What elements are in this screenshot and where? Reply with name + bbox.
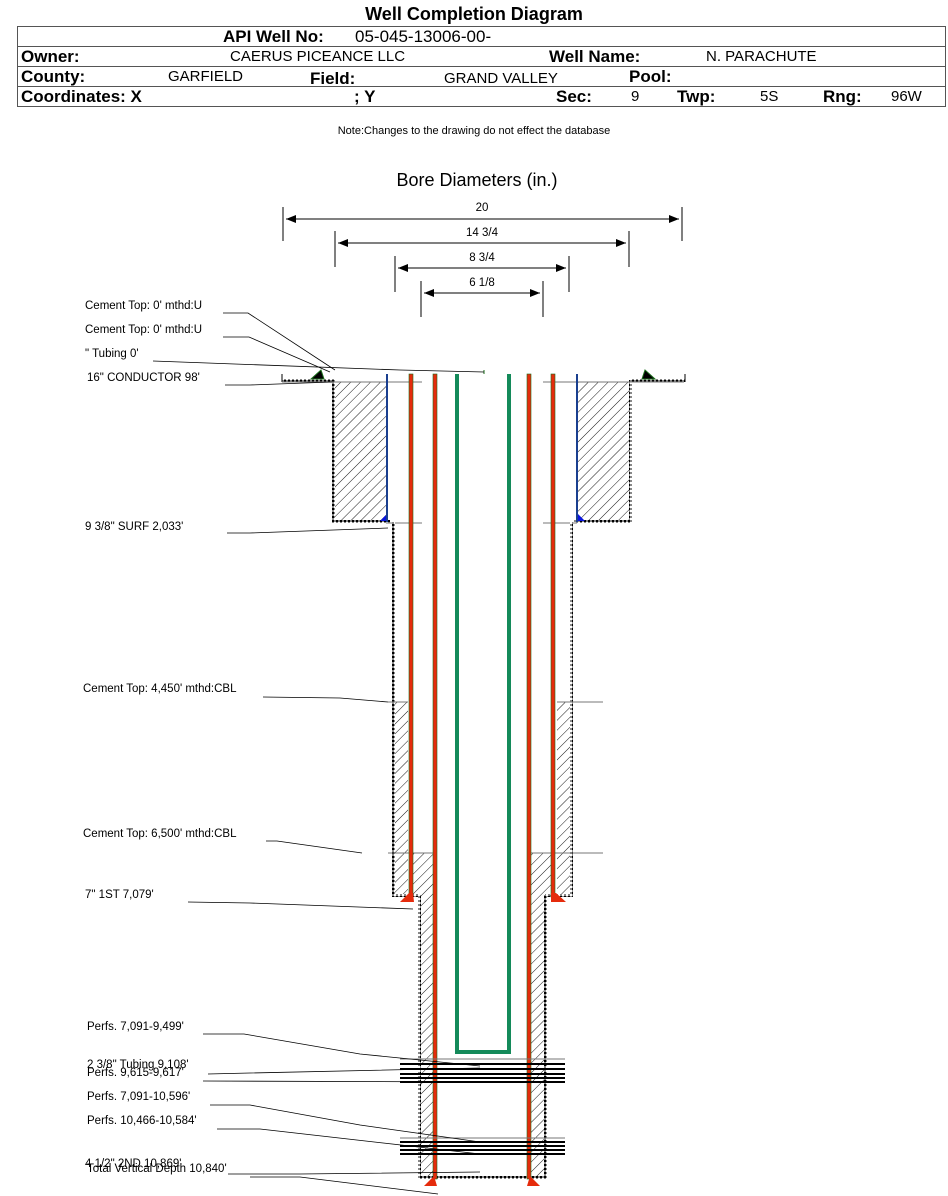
intermediate-hole-wall — [388, 522, 603, 897]
tubing-2-3-8in — [455, 374, 511, 1054]
bore-dimension-8-3-4: 8 3/4 — [394, 252, 570, 292]
conductor-shoe-left — [309, 369, 325, 380]
disclaimer-note: Note:Changes to the drawing do not effec… — [337, 125, 611, 137]
callout-conductor: 16" CONDUCTOR 98' — [87, 372, 200, 384]
callout-perfs-7091-10596: Perfs. 7,091-10,596' — [87, 1091, 190, 1103]
twp-label: Twp: — [677, 87, 716, 106]
callout-tubing-0: " Tubing 0' — [85, 348, 139, 360]
bore-label: 6 1/8 — [469, 277, 495, 289]
surface-shoe-right — [577, 513, 585, 521]
county-value: GARFIELD — [168, 68, 244, 85]
conductor-flange — [281, 369, 686, 382]
production-hole-wall — [418, 895, 547, 1179]
field-value: GRAND VALLEY — [444, 70, 558, 87]
county-label: County: — [21, 67, 86, 86]
bore-dimension-6-1-8: 6 1/8 — [420, 277, 544, 317]
coordinates-y-label: ; Y — [354, 87, 376, 106]
sec-label: Sec: — [556, 87, 592, 106]
field-label: Field: — [310, 69, 356, 88]
bore-dimension-20: 20 — [282, 202, 683, 241]
callout-total-vertical-depth: Total Vertical Depth 10,840' — [87, 1163, 227, 1175]
casing-7in-shoe-left — [400, 893, 414, 902]
conductor-shoe-right — [641, 369, 657, 380]
callout-cement-top-0-a: Cement Top: 0' mthd:U — [85, 300, 202, 312]
sec-value: 9 — [631, 88, 640, 105]
rng-label: Rng: — [823, 87, 862, 106]
bore-label: 14 3/4 — [466, 227, 499, 239]
bore-dimension-14-3-4: 14 3/4 — [334, 227, 630, 267]
bore-label: 8 3/4 — [469, 252, 495, 264]
bore-label: 20 — [476, 202, 489, 214]
callout-perfs-10466-10584: Perfs. 10,466-10,584' — [87, 1115, 197, 1127]
api-label: API Well No: — [223, 27, 324, 46]
api-value: 05-045-13006-00- — [355, 27, 492, 46]
casing-4-5in-left — [432, 373, 438, 1180]
callout-cement-top-0-b: Cement Top: 0' mthd:U — [85, 324, 202, 336]
surface-cement — [282, 380, 684, 524]
callout-surface-casing: 9 3/8" SURF 2,033' — [85, 521, 183, 533]
callout-4-5in-casing: 4 1/2" 2ND 10,869' — [85, 1158, 181, 1170]
well-name-value: N. PARACHUTE — [706, 48, 817, 65]
casing-4-5in-shoe-right — [527, 1176, 540, 1186]
pool-label: Pool: — [629, 67, 672, 86]
callout-perfs-9615-9617: Perfs. 9,615-9,617' — [87, 1067, 184, 1079]
twp-value: 5S — [760, 88, 779, 105]
well-name-label: Well Name: — [549, 47, 641, 66]
casing-7in-left — [408, 373, 414, 898]
coordinates-label: Coordinates: X — [21, 87, 142, 106]
casing-4-5in-right — [526, 373, 532, 1180]
callout-cement-top-6500: Cement Top: 6,500' mthd:CBL — [83, 828, 237, 840]
owner-label: Owner: — [21, 47, 80, 66]
casing-7in-shoe-right — [551, 893, 566, 902]
rng-value: 96W — [891, 88, 922, 105]
bore-diameters-title: Bore Diameters (in.) — [396, 170, 557, 190]
owner-value: CAERUS PICEANCE LLC — [230, 48, 406, 65]
callouts: Cement Top: 0' mthd:U Cement Top: 0' mth… — [83, 300, 485, 1195]
callout-7in-casing: 7" 1ST 7,079' — [85, 889, 154, 901]
callout-tubing-9108: 2 3/8" Tubing 9,108' — [87, 1059, 189, 1071]
perforations-lower — [400, 1137, 565, 1155]
callout-perfs-7091-9499: Perfs. 7,091-9,499' — [87, 1021, 184, 1033]
well-info-table: API Well No: 05-045-13006-00- Owner: CAE… — [17, 26, 946, 107]
casing-4-5in-shoe-left — [424, 1176, 437, 1186]
callout-cement-top-4450: Cement Top: 4,450' mthd:CBL — [83, 683, 237, 695]
casing-7in-right — [550, 373, 556, 898]
page-title: Well Completion Diagram — [365, 4, 583, 24]
